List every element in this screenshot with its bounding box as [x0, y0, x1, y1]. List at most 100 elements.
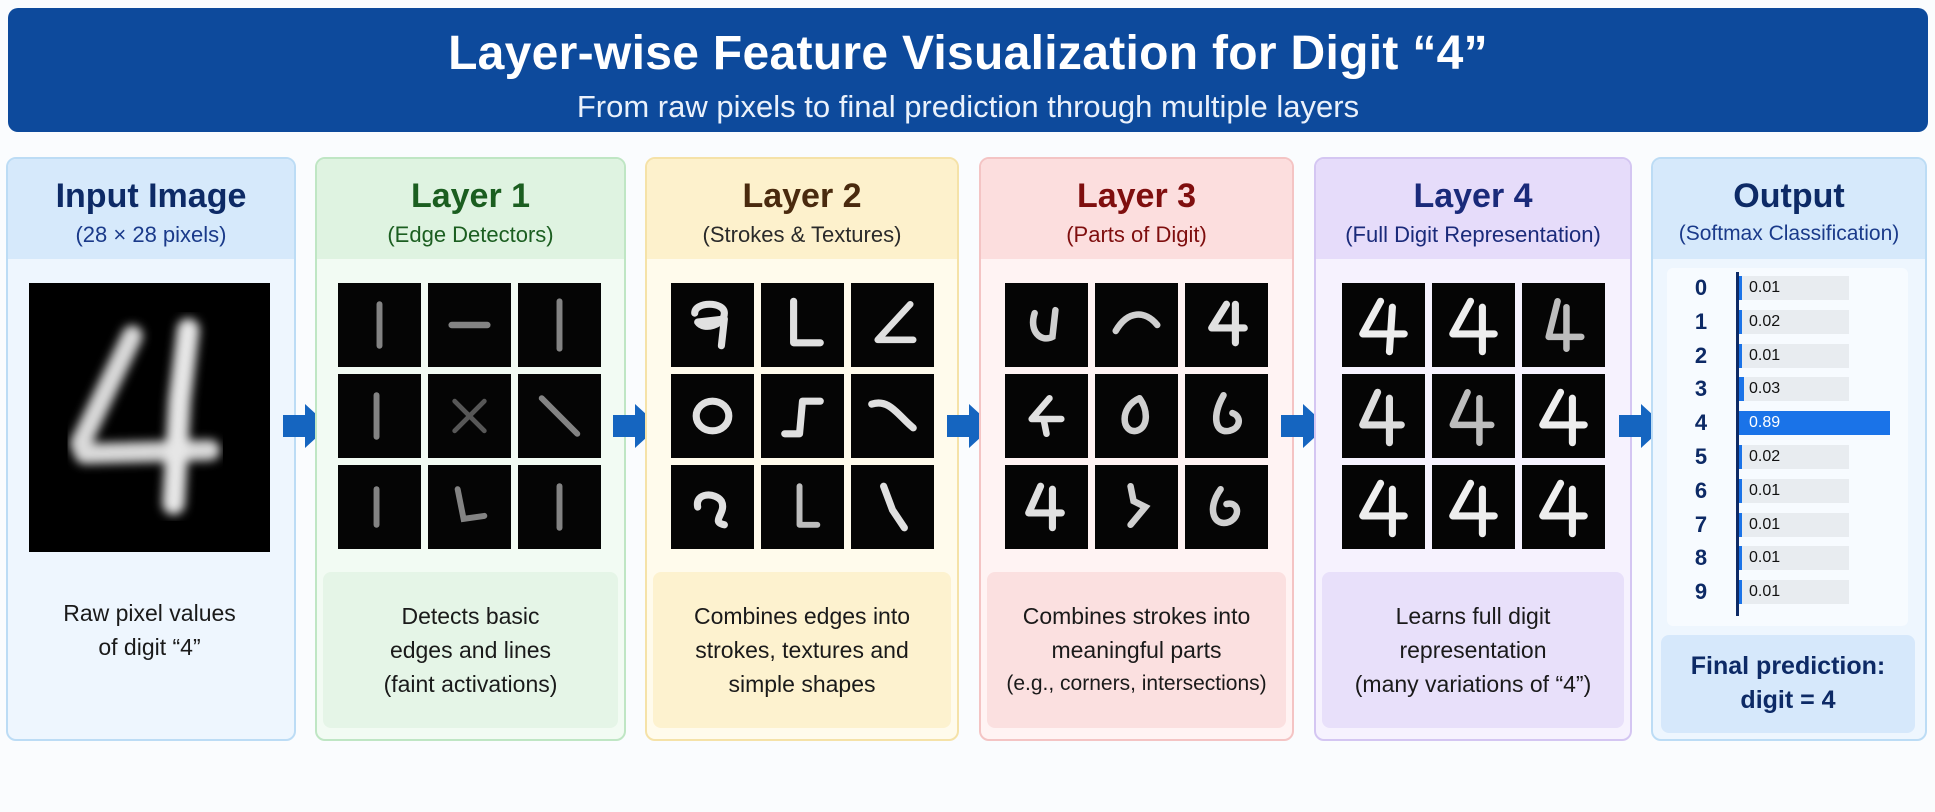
probability-value: 0.03: [1749, 380, 1781, 398]
description-line: Detects basic: [401, 603, 540, 629]
column-header: Output (Softmax Classification): [1653, 159, 1925, 259]
column-description: Raw pixel values of digit “4”: [29, 580, 270, 680]
probability-track: [1739, 276, 1849, 300]
description-line: representation: [1399, 637, 1547, 663]
probability-track: [1739, 445, 1849, 469]
probability-bar: [1739, 377, 1744, 402]
feature-map: [428, 283, 511, 367]
description-line: Learns full digit: [1395, 603, 1551, 629]
column-title: Layer 3: [1076, 177, 1197, 215]
feature-map: [1522, 283, 1605, 367]
probability-value: 0.01: [1749, 279, 1781, 296]
feature-map: [1005, 465, 1088, 549]
probability-track: [1739, 478, 1849, 503]
feature-map: [1522, 374, 1605, 458]
probability-track: [1739, 580, 1849, 605]
digit-label: 3: [1694, 376, 1708, 402]
description-line: (e.g., corners, intersections): [1006, 672, 1267, 695]
feature-map: [1432, 465, 1515, 549]
feature-map: [1432, 283, 1515, 367]
arrow-right-icon: [1619, 404, 1665, 448]
feature-map: [1095, 283, 1178, 367]
probability-track: [1739, 377, 1849, 402]
feature-map: [428, 374, 511, 458]
probability-value: 0.01: [1749, 481, 1781, 499]
column-description: Combines strokes into meaningful parts (…: [987, 572, 1286, 728]
probability-value: 0.02: [1749, 312, 1781, 330]
feature-map: [1342, 465, 1425, 549]
column-subtitle: (Softmax Classification): [1678, 222, 1900, 245]
column-header: Layer 1 (Edge Detectors): [317, 159, 624, 259]
column-header: Layer 2 (Strokes & Textures): [647, 159, 957, 259]
feature-map: [761, 283, 844, 367]
feature-map-grid: [1342, 283, 1605, 549]
description-line: Combines strokes into: [1022, 603, 1251, 629]
probability-value: 0.01: [1749, 583, 1781, 601]
arrow-right-icon: [613, 404, 659, 448]
final-prediction-value: digit = 4: [1740, 686, 1836, 714]
feature-map-grid: [671, 283, 934, 549]
column-subtitle: (Strokes & Textures): [702, 222, 902, 247]
feature-map-grid: [1005, 283, 1268, 549]
feature-map: [1185, 465, 1268, 549]
column-description: Learns full digit representation (many v…: [1322, 572, 1624, 728]
feature-map: [671, 374, 754, 458]
digit-label: 7: [1694, 511, 1708, 537]
description-line: edges and lines: [389, 637, 552, 663]
feature-map-grid: [338, 283, 601, 549]
digit-label: 9: [1694, 579, 1708, 605]
column-title: Layer 4: [1413, 177, 1533, 215]
column-title: Layer 1: [410, 177, 531, 215]
arrow-right-icon: [283, 404, 329, 448]
feature-map: [518, 283, 601, 367]
description-line: meaningful parts: [1051, 637, 1222, 663]
arrow-right-icon: [947, 404, 993, 448]
arrow-right-icon: [1281, 404, 1327, 448]
final-prediction-label: Final prediction:: [1690, 652, 1886, 680]
feature-map: [671, 465, 754, 549]
description-line: of digit “4”: [98, 634, 201, 660]
column-description: Detects basic edges and lines (faint act…: [323, 572, 618, 728]
digit-label: 0: [1694, 275, 1708, 300]
probability-bar: [1739, 276, 1742, 300]
probability-bar: [1739, 309, 1742, 334]
feature-map: [851, 374, 934, 458]
feature-map: [1185, 283, 1268, 367]
digit-label: 2: [1694, 342, 1708, 368]
column-header: Layer 4 (Full Digit Representation): [1316, 159, 1630, 259]
header-banner: Layer-wise Feature Visualization for Dig…: [8, 8, 1928, 132]
description-line: strokes, textures and: [695, 637, 909, 663]
page-subtitle: From raw pixels to final prediction thro…: [576, 89, 1360, 124]
feature-map: [1342, 374, 1425, 458]
feature-map: [1342, 283, 1425, 367]
feature-map: [761, 374, 844, 458]
description-line: simple shapes: [728, 671, 876, 697]
probability-track: [1739, 343, 1849, 368]
probability-bar: [1739, 512, 1742, 537]
digit-label: 4: [1694, 410, 1708, 436]
feature-map: [1522, 465, 1605, 549]
probability-value: 0.01: [1749, 549, 1781, 567]
column-subtitle: (Full Digit Representation): [1345, 222, 1601, 247]
feature-map: [338, 283, 421, 367]
page-title: Layer-wise Feature Visualization for Dig…: [448, 27, 1488, 80]
column-title: Output: [1733, 177, 1845, 215]
probability-bar: [1739, 445, 1742, 469]
feature-map: [1005, 374, 1088, 458]
probability-value: 0.89: [1749, 414, 1781, 432]
description-line: (faint activations): [383, 671, 558, 697]
probability-bar: [1739, 411, 1890, 436]
feature-map: [338, 465, 421, 549]
feature-map: [671, 283, 754, 367]
feature-map: [761, 465, 844, 549]
feature-map: [518, 374, 601, 458]
